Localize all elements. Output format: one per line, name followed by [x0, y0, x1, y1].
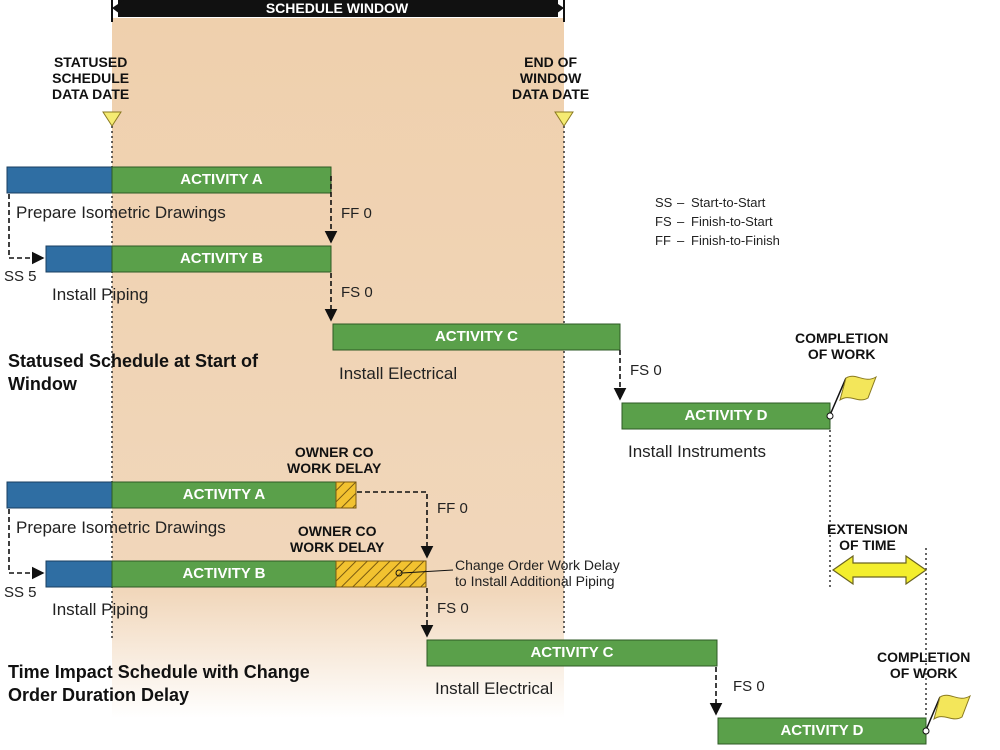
extension-of-time-arrow-icon	[831, 554, 928, 586]
bottom-activity-c-label: ACTIVITY C	[530, 644, 614, 661]
top-completion-label: COMPLETION OF WORK	[795, 330, 889, 362]
statused-data-date-label: STATUSED SCHEDULE DATA DATE	[52, 54, 130, 102]
bottom-activity-b-desc: Install Piping	[52, 600, 149, 619]
top-activity-a-progress	[6, 166, 113, 194]
bottom-activity-a-desc: Prepare Isometric Drawings	[16, 518, 226, 537]
owner-co-delay-b-label: OWNER CO WORK DELAY	[290, 523, 385, 555]
bottom-activity-a-delay	[335, 481, 357, 509]
owner-co-delay-a-label: OWNER CO WORK DELAY	[287, 444, 382, 476]
bottom-activity-b-delay	[335, 560, 427, 588]
end-window-data-date-label: END OF WINDOW DATA DATE	[512, 54, 590, 102]
top-activity-b-desc: Install Piping	[52, 285, 149, 304]
bottom-ff0-label: FF 0	[437, 500, 468, 517]
schedule-window-label: SCHEDULE WINDOW	[265, 0, 409, 16]
top-activity-c-desc: Install Electrical	[339, 364, 458, 383]
bottom-activity-a-progress	[6, 481, 113, 509]
bottom-activity-d-label: ACTIVITY D	[780, 722, 864, 739]
bottom-activity-a-label: ACTIVITY A	[182, 486, 266, 503]
top-completion-flag-icon	[826, 375, 877, 420]
statused-data-date-marker	[102, 111, 122, 127]
schedule-window-bar	[111, 0, 565, 22]
bottom-activity-b-progress	[45, 560, 113, 588]
change-order-pointer	[395, 569, 454, 577]
top-fs0-bc-label: FS 0	[341, 284, 373, 301]
top-ss5-label: SS 5	[4, 268, 37, 285]
bottom-completion-label: COMPLETION OF WORK	[877, 649, 971, 681]
bottom-ss5-label: SS 5	[4, 584, 37, 601]
bottom-fs0-cd-label: FS 0	[733, 678, 765, 695]
legend-item-ff: FF–Finish-to-Finish	[655, 233, 780, 248]
bottom-completion-flag-icon	[922, 694, 971, 735]
top-activity-b-progress	[45, 245, 113, 273]
legend-item-fs: FS–Finish-to-Start	[655, 214, 773, 229]
top-activity-d-bar	[621, 402, 831, 430]
top-activity-c-label: ACTIVITY C	[434, 328, 519, 345]
bottom-activity-c-bar	[426, 639, 718, 667]
top-activity-d-label: ACTIVITY D	[684, 407, 768, 424]
bottom-section-heading: Time Impact Schedule with Change Order D…	[8, 662, 310, 705]
top-section-heading: Statused Schedule at Start of Window	[8, 351, 259, 394]
end-window-data-date-marker	[554, 111, 574, 127]
top-activity-a-bar	[111, 166, 332, 194]
top-ff0-label: FF 0	[341, 205, 372, 222]
top-activity-b-bar	[111, 245, 332, 273]
top-activity-c-bar	[332, 323, 621, 351]
bottom-activity-d-bar	[717, 717, 927, 745]
top-fs0-cd-label: FS 0	[630, 362, 662, 379]
bottom-activity-b-label: ACTIVITY B	[182, 565, 266, 582]
top-ss-connector	[8, 194, 45, 265]
bottom-activity-a-bar	[111, 481, 337, 509]
bottom-ff-connector	[357, 491, 434, 559]
change-order-note: Change Order Work Delay to Install Addit…	[455, 557, 620, 589]
relationship-legend: SS–Start-to-Start FS–Finish-to-Start FF–…	[655, 193, 780, 250]
bottom-fs0-bc-label: FS 0	[437, 600, 469, 617]
bottom-ss-connector	[8, 509, 45, 580]
legend-item-ss: SS–Start-to-Start	[655, 195, 766, 210]
bottom-activity-c-desc: Install Electrical	[435, 679, 554, 698]
top-activity-d-desc: Install Instruments	[628, 442, 766, 461]
top-activity-b-label: ACTIVITY B	[179, 250, 264, 267]
extension-of-time-label: EXTENSION OF TIME	[827, 521, 908, 553]
schedule-window-region	[112, 18, 564, 718]
top-activity-a-label: ACTIVITY A	[180, 171, 263, 188]
top-activity-a-desc: Prepare Isometric Drawings	[16, 203, 226, 222]
